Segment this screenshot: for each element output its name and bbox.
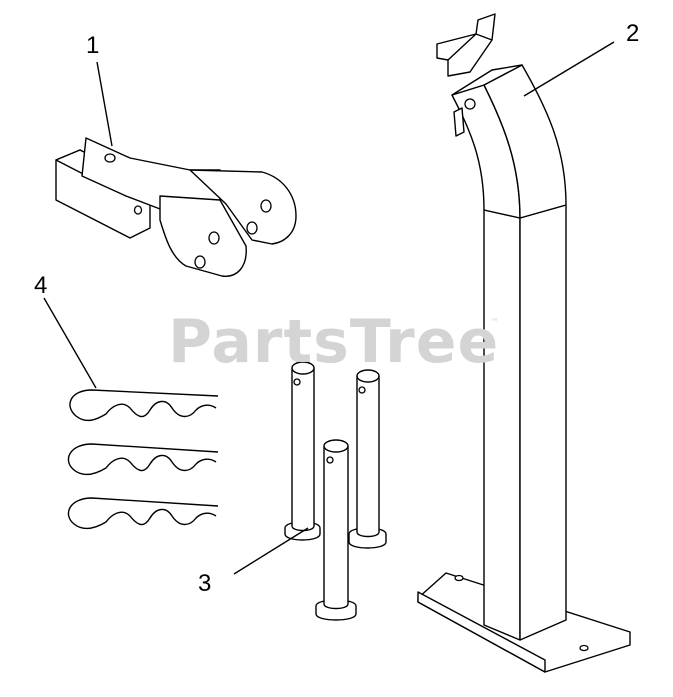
post-tube-front: [483, 209, 521, 641]
bracket-hole-c: [260, 199, 272, 213]
post-upper-curve-side: [483, 64, 567, 219]
part-2-post: [417, 13, 631, 673]
hairpin-clip-3: [67, 497, 219, 530]
post-base-plate-edge: [417, 591, 546, 673]
leader-line-3: [233, 527, 309, 575]
part-1-bracket: [55, 137, 297, 277]
callout-2: 2: [626, 20, 640, 47]
callout-3: 3: [198, 570, 212, 597]
bracket-side-hole: [133, 205, 143, 215]
post-top-cap: [451, 64, 523, 96]
bracket-hole-a: [208, 231, 220, 245]
leader-line-4: [43, 297, 97, 389]
post-top-tab-edge: [447, 33, 493, 61]
clevis-pin-right: [348, 369, 387, 549]
watermark-trademark: ™: [490, 318, 499, 328]
clevis-pin-front: [315, 439, 357, 621]
leader-line-1: [96, 61, 113, 147]
bracket-top-hole: [104, 153, 116, 163]
bracket-right-arm: [189, 169, 297, 245]
callout-4: 4: [34, 272, 48, 299]
callout-1: 1: [86, 32, 100, 59]
part-3-pins: [284, 361, 387, 621]
post-tube-side: [519, 204, 567, 641]
post-base-hole-left: [454, 574, 464, 582]
part-4-clips: [67, 389, 219, 530]
post-side-lug: [453, 107, 465, 137]
bracket-left-arm: [159, 195, 247, 277]
post-base-hole-right: [579, 644, 589, 652]
post-pin-hole: [464, 98, 476, 110]
hairpin-clip-2: [67, 443, 219, 476]
leader-line-2: [523, 41, 615, 97]
bracket-hole-d: [246, 221, 258, 235]
clevis-pin-left: [284, 361, 321, 541]
hairpin-clip-1: [69, 389, 219, 422]
watermark-text: PartsTree: [168, 307, 500, 377]
bracket-hole-b: [194, 255, 206, 269]
